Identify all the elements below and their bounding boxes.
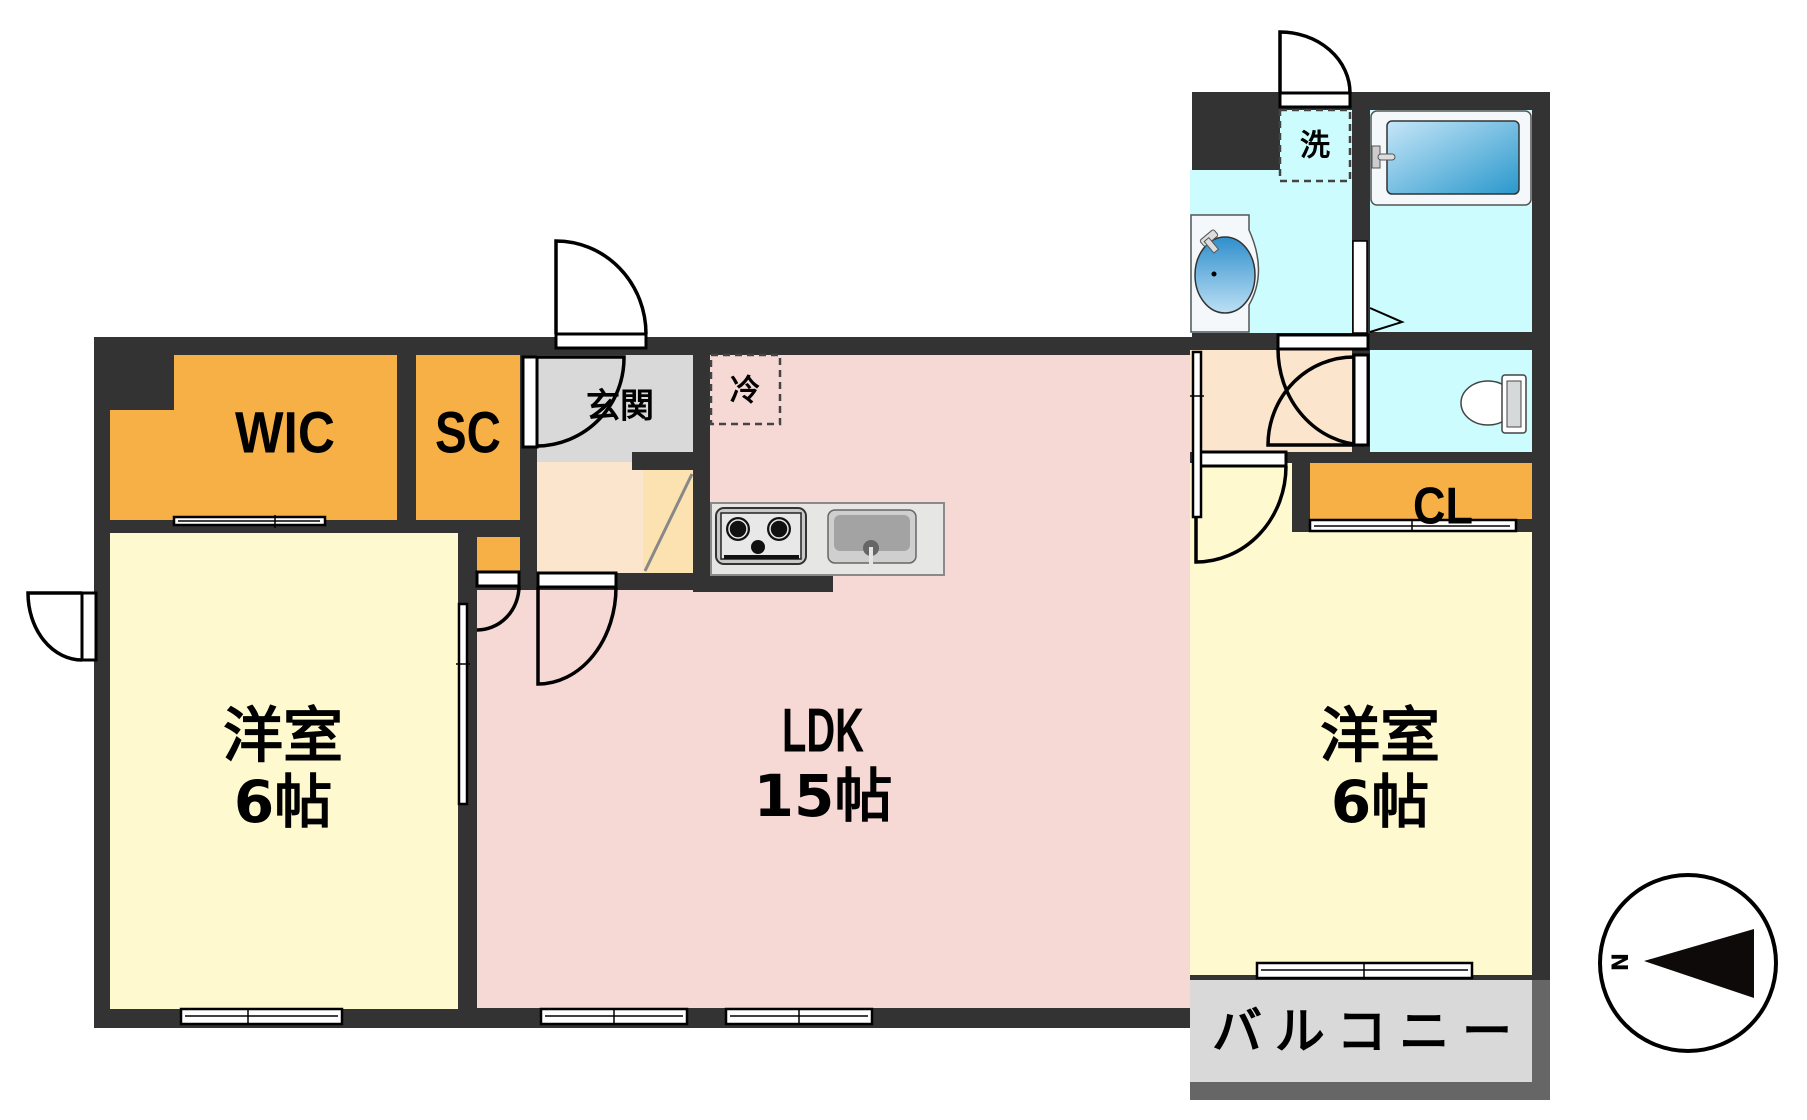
- window-ldk-1: [539, 1007, 689, 1026]
- cl-room: [1310, 463, 1532, 519]
- kitchen-counter: [710, 502, 945, 576]
- sink-icon: [827, 509, 917, 572]
- genkan-label: 玄関: [586, 387, 654, 427]
- bath-door-triangle: [1369, 307, 1405, 333]
- washbasin-icon: [1190, 214, 1260, 333]
- stove-icon: [715, 507, 807, 565]
- western-left-exterior-door[interactable]: [26, 591, 98, 662]
- wic-sliding-door[interactable]: [172, 515, 327, 528]
- western-room-left: [110, 533, 458, 1009]
- compass-north-label: N: [1609, 953, 1634, 971]
- sc-room: [416, 355, 520, 520]
- balcony-label: バルコニー: [1212, 1003, 1512, 1061]
- storage-door[interactable]: [475, 570, 521, 632]
- washroom-exterior-door[interactable]: [1278, 30, 1352, 109]
- western-left-size: 6帖: [234, 768, 332, 836]
- kitchen-wall: [693, 575, 833, 592]
- toilet-icon: [1460, 374, 1527, 434]
- toilet-door[interactable]: [1266, 353, 1370, 447]
- ldk-hall-sliding-door[interactable]: [1190, 350, 1204, 519]
- entrance-door[interactable]: [554, 239, 648, 350]
- western-left-label: 洋室: [223, 702, 343, 772]
- ldk-room: [477, 355, 1190, 1008]
- fridge-slot: [709, 353, 782, 426]
- compass-icon: N: [1598, 873, 1778, 1053]
- western-right-label: 洋室: [1320, 702, 1440, 772]
- genkan-room: [537, 355, 693, 462]
- ldk-door[interactable]: [536, 571, 618, 686]
- washroom-door[interactable]: [1276, 333, 1370, 447]
- window-ldk-2: [724, 1007, 874, 1026]
- genkan-step-wall: [632, 452, 693, 470]
- washer-label: 洗: [1300, 129, 1330, 164]
- bathtub-icon: [1370, 110, 1532, 206]
- balcony-floor: [1190, 980, 1532, 1082]
- hallway-floor: [537, 462, 649, 573]
- left-room-sliding-door[interactable]: [456, 602, 470, 806]
- sc-label: SC: [435, 400, 501, 465]
- ldk-size: 15帖: [754, 762, 893, 830]
- cl-label: CL: [1413, 478, 1473, 536]
- cl-sliding-door[interactable]: [1308, 518, 1518, 533]
- genkan-door[interactable]: [521, 355, 626, 449]
- fridge-label: 冷: [730, 374, 760, 409]
- ldk-label: LDK: [782, 696, 864, 765]
- compass-arrow: [1644, 929, 1754, 998]
- wic-room: [110, 355, 397, 520]
- western-right-door[interactable]: [1194, 450, 1288, 564]
- washer-slot: [1278, 108, 1352, 183]
- window-left-room: [179, 1007, 344, 1026]
- window-right-room: [1255, 961, 1474, 980]
- western-room-right: [1190, 463, 1532, 975]
- wic-label: WIC: [235, 400, 335, 465]
- bath-door-leaf: [1352, 240, 1368, 334]
- shoe-cabinet-diagonal: [643, 473, 694, 572]
- western-right-size: 6帖: [1331, 768, 1429, 836]
